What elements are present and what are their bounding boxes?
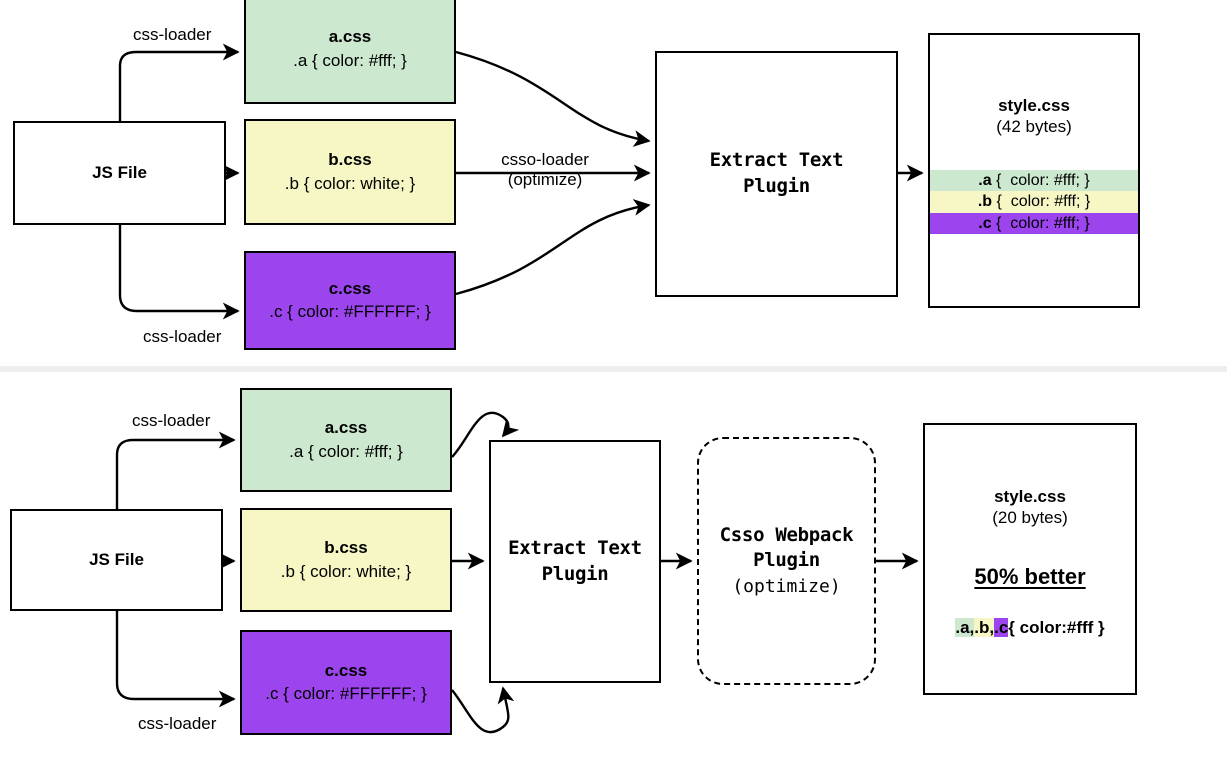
top-js-file-label: JS File xyxy=(92,162,147,182)
edge-c-to-etp-bottom xyxy=(451,686,515,734)
edge-js-to-c-bottom xyxy=(115,611,236,708)
bottom-edge-label-css-loader-a: css-loader xyxy=(132,411,211,430)
bottom-output-style-css-box: style.css (20 bytes) 50% better .a,.b,.c… xyxy=(923,423,1137,695)
bottom-js-file-box: JS File xyxy=(10,509,223,611)
bottom-output-merged-rule: .a,.b,.c{ color:#fff } xyxy=(925,618,1135,638)
bottom-file-box-a-css: a.css .a { color: #fff; } xyxy=(240,388,452,492)
bottom-output-bytes: (20 bytes) xyxy=(992,508,1068,527)
edge-js-to-c-top xyxy=(118,225,240,320)
top-extract-text-plugin-line1: Extract Text xyxy=(709,149,844,172)
top-edge-label-css-loader-a: css-loader xyxy=(133,25,212,44)
top-file-box-a-css: a.css .a { color: #fff; } xyxy=(244,0,456,104)
top-extract-text-plugin-box: Extract Text Plugin xyxy=(655,51,898,297)
bottom-output-filename: style.css xyxy=(994,487,1066,506)
top-file-box-c-css: c.css .c { color: #FFFFFF; } xyxy=(244,251,456,350)
top-file-c-rule: .c { color: #FFFFFF; } xyxy=(269,302,431,321)
bottom-file-a-name: a.css xyxy=(324,418,368,438)
bottom-file-a-rule: .a { color: #fff; } xyxy=(289,441,403,461)
bottom-csso-webpack-plugin-box: Csso Webpack Plugin (optimize) xyxy=(697,437,876,685)
top-edge-label-css-loader-c: css-loader xyxy=(143,327,222,346)
bottom-file-box-c-css: c.css .c { color: #FFFFFF; } xyxy=(240,630,452,735)
top-output-style-css-box: style.css (42 bytes) .a { color: #fff; }… xyxy=(928,33,1140,308)
top-file-box-b-css: b.css .b { color: white; } xyxy=(244,119,456,225)
top-file-c-name: c.css xyxy=(328,278,372,298)
top-file-a-name: a.css xyxy=(328,27,372,47)
bottom-csso-plugin-line1: Csso Webpack xyxy=(719,523,854,546)
bottom-file-b-rule: .b { color: white; } xyxy=(280,561,412,581)
bottom-extract-text-plugin-line1: Extract Text xyxy=(508,536,642,559)
bottom-csso-plugin-line2: Plugin xyxy=(753,549,820,572)
top-file-a-rule: .a { color: #fff; } xyxy=(293,50,407,70)
bottom-merged-selector-b: .b, xyxy=(974,618,995,637)
bottom-file-c-rule: .c { color: #FFFFFF; } xyxy=(265,684,427,703)
bottom-extract-text-plugin-line2: Plugin xyxy=(541,562,609,585)
edge-js-to-a-top xyxy=(118,43,240,121)
bottom-csso-plugin-line3: (optimize) xyxy=(732,575,841,597)
bottom-file-c-name: c.css xyxy=(324,660,368,680)
top-js-file-box: JS File xyxy=(13,121,226,225)
bottom-js-file-label: JS File xyxy=(89,549,144,569)
edge-a-to-etp-top xyxy=(455,50,651,147)
top-output-code-line-b: .b { color: #fff; } xyxy=(930,191,1138,213)
section-divider xyxy=(0,366,1227,372)
edge-js-to-a-bottom xyxy=(115,431,236,509)
bottom-merged-selector-c: .c xyxy=(994,618,1009,637)
top-output-bytes: (42 bytes) xyxy=(996,117,1072,136)
top-extract-text-plugin-line2: Plugin xyxy=(743,175,810,197)
bottom-file-box-b-css: b.css .b { color: white; } xyxy=(240,508,452,612)
bottom-output-better-badge: 50% better xyxy=(974,564,1086,589)
top-output-code-block: .a { color: #fff; } .b { color: #fff; } … xyxy=(930,170,1138,235)
top-edge-label-csso-loader: csso-loader (optimize) xyxy=(480,150,610,191)
bottom-file-b-name: b.css xyxy=(324,538,368,558)
top-edge-label-csso-loader-line1: csso-loader xyxy=(501,150,589,169)
edge-a-to-etp-bottom xyxy=(451,411,520,458)
top-output-code-line-a: .a { color: #fff; } xyxy=(930,170,1138,192)
top-file-b-rule: .b { color: white; } xyxy=(284,173,416,193)
edge-c-to-etp-top xyxy=(455,199,651,296)
bottom-merged-declaration: { color:#fff } xyxy=(1008,618,1105,637)
bottom-edge-label-css-loader-c: css-loader xyxy=(138,714,217,733)
top-edge-label-csso-loader-line2: (optimize) xyxy=(507,170,583,190)
top-output-code-line-c: .c { color: #fff; } xyxy=(930,212,1138,235)
bottom-merged-selector-a: .a, xyxy=(955,618,975,637)
top-file-b-name: b.css xyxy=(328,150,372,170)
bottom-extract-text-plugin-box: Extract Text Plugin xyxy=(489,440,661,683)
top-output-filename: style.css xyxy=(998,96,1070,115)
